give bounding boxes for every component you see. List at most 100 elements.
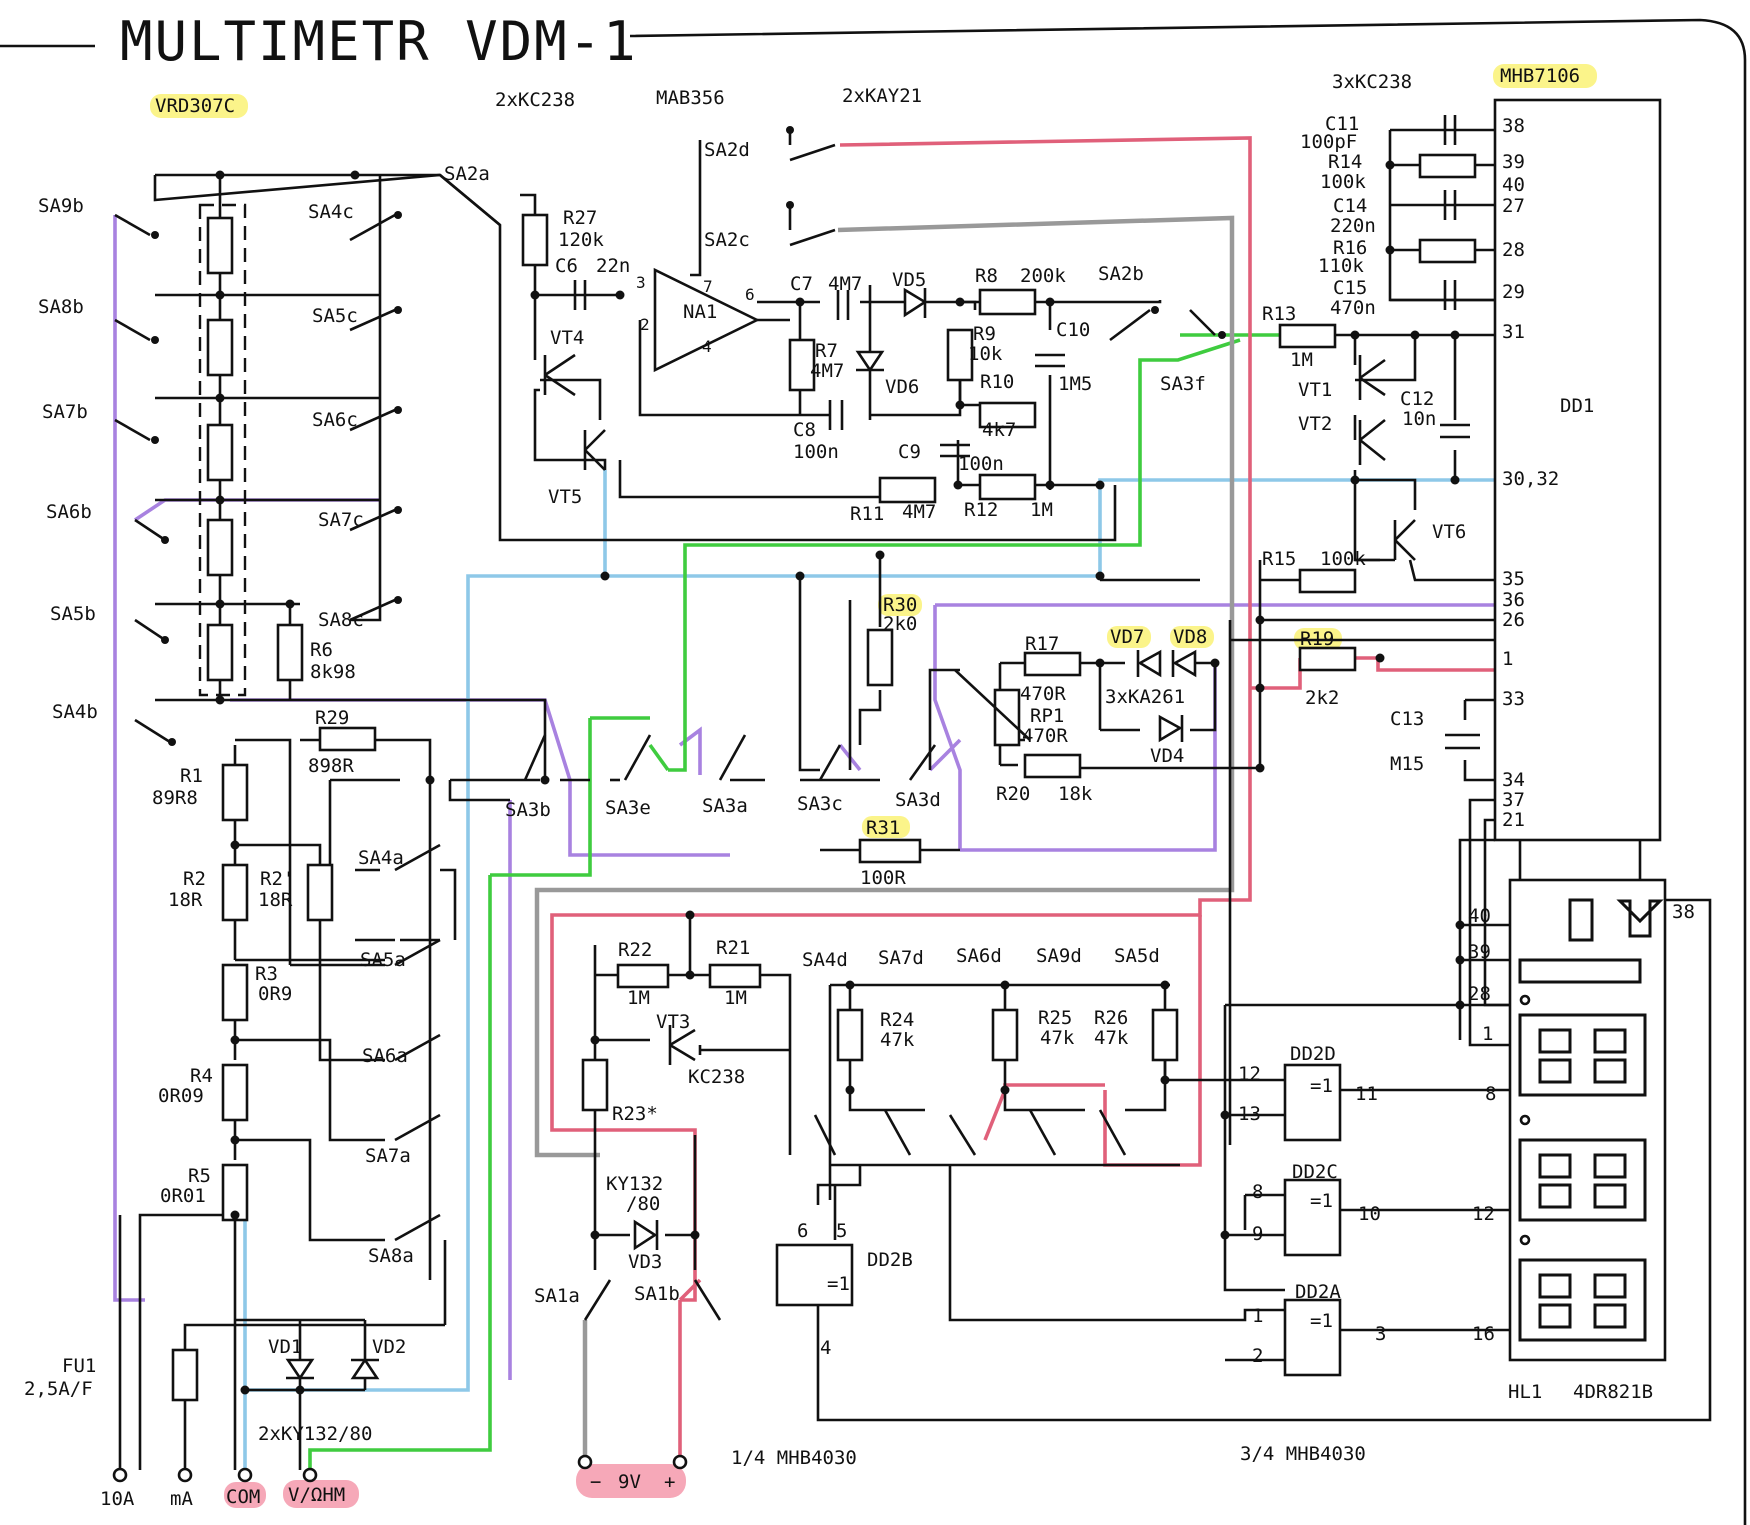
dd1-pin: 37	[1502, 789, 1525, 811]
value-c12: 10n	[1402, 408, 1436, 430]
label-r26: R26	[1094, 1007, 1128, 1029]
hl1-pin: 8	[1485, 1083, 1496, 1105]
terminal-10a[interactable]	[112, 1467, 128, 1483]
label-vd2: VD2	[372, 1336, 406, 1358]
component-labels: R27 120k C6 22n NA1 3 2 7 6 4 C7 4M7 VD5…	[24, 113, 1653, 1469]
highlights	[150, 64, 1597, 1508]
label-sa3b: SA3b	[505, 799, 551, 821]
xor-symbol-c: =1	[1310, 1190, 1333, 1212]
dd1-pin: 27	[1502, 195, 1525, 217]
label-sa6c: SA6c	[312, 409, 358, 431]
label-gate-three-quarter: 3/4 MHB4030	[1240, 1443, 1366, 1465]
terminal-vohm[interactable]	[302, 1467, 318, 1483]
label-r14: R14	[1328, 151, 1362, 173]
label-r20: R20	[996, 783, 1030, 805]
label-r19: R19	[1300, 628, 1334, 650]
label-r10: R10	[980, 371, 1014, 393]
value-r11: 4M7	[902, 501, 936, 523]
hl1-pin: 28	[1468, 983, 1491, 1005]
label-c9: C9	[898, 441, 921, 463]
label-r31: R31	[866, 817, 900, 839]
dd1-pin: 1	[1502, 648, 1513, 670]
label-sa7b: SA7b	[42, 401, 88, 423]
rotary-switch-label: VRD307C	[155, 95, 235, 117]
label-dd2d: DD2D	[1290, 1043, 1336, 1065]
label-c12: C12	[1400, 388, 1434, 410]
label-c6: C6	[555, 255, 578, 277]
terminal-com[interactable]	[237, 1467, 253, 1483]
xor-pin: 13	[1238, 1103, 1261, 1125]
value-vt3: KC238	[688, 1066, 745, 1088]
label-sa2d: SA2d	[704, 139, 750, 161]
label-r23: R23*	[612, 1103, 658, 1125]
value-r4: 0R09	[158, 1085, 204, 1107]
label-c8: C8	[793, 419, 816, 441]
hl1-pin: 38	[1672, 901, 1695, 923]
switch-blades	[114, 126, 1226, 1321]
input-terminals[interactable]	[112, 1215, 688, 1483]
value-c13: M15	[1390, 753, 1424, 775]
label-r11: R11	[850, 503, 884, 525]
value-c11: 100pF	[1300, 131, 1357, 153]
title-frame: MULTIMETR VDM-1	[0, 10, 1747, 1525]
label-vt6: VT6	[1432, 521, 1466, 543]
terminal-labels: 10A mA COM V/ΩHM − 9V +	[100, 1471, 675, 1510]
terminal-ma[interactable]	[177, 1467, 193, 1483]
dd1-pin: 31	[1502, 321, 1525, 343]
dd1-pin: 39	[1502, 151, 1525, 173]
value-r15: 100k	[1320, 548, 1366, 570]
label-sa2c: SA2c	[704, 229, 750, 251]
label-r2-prime: R2'	[260, 868, 294, 890]
dd1-pin: 40	[1502, 174, 1525, 196]
switch-labels: SA9b SA8b SA7b SA6b SA5b SA4b SA4c SA5c …	[38, 139, 1206, 1307]
value-r12: 1M	[1030, 499, 1053, 521]
value-c6: 22n	[596, 255, 630, 277]
label-vd1: VD1	[268, 1336, 302, 1358]
value-r7: 4M7	[810, 360, 844, 382]
value-r20: 18k	[1058, 783, 1093, 805]
label-vd1-vd2-type: 2xKY132/80	[258, 1423, 372, 1445]
label-com: COM	[226, 1486, 260, 1508]
value-c7: 4M7	[828, 273, 862, 295]
xor-symbol-a: =1	[1310, 1310, 1333, 1332]
value-r14: 100k	[1320, 171, 1366, 193]
value-hl1: 4DR821B	[1573, 1381, 1653, 1403]
schematic-title: MULTIMETR VDM-1	[120, 10, 638, 73]
label-r17: R17	[1025, 633, 1059, 655]
dd1-pin: 28	[1502, 239, 1525, 261]
label-vd3: VD3	[628, 1251, 662, 1273]
battery-plus-terminal[interactable]	[672, 1454, 688, 1470]
label-sa5a: SA5a	[360, 949, 406, 971]
dd1-pin-labels: 38 39 40 27 28 29 31 30,32 35 36 26 1 33…	[1502, 115, 1559, 831]
value-r13: 1M	[1290, 349, 1313, 371]
value-c15: 470n	[1330, 297, 1376, 319]
value-r16: 110k	[1318, 255, 1364, 277]
dd1-pin: 21	[1502, 809, 1525, 831]
xor-pin: 3	[1375, 1323, 1386, 1345]
battery-minus-terminal[interactable]	[577, 1454, 593, 1470]
label-sa3f: SA3f	[1160, 373, 1206, 395]
label-battery: 9V	[618, 1471, 641, 1493]
junction-dots	[215, 160, 1465, 1395]
value-r31: 100R	[860, 867, 906, 889]
hl1-pin-labels: 40 39 28 1 8 12 16 38	[1468, 901, 1695, 1345]
hl1-pin: 12	[1472, 1203, 1495, 1225]
value-r27: 120k	[558, 229, 604, 251]
label-sa4a: SA4a	[358, 847, 404, 869]
label-r27: R27	[563, 207, 597, 229]
xor-pin: 8	[1252, 1181, 1263, 1203]
dd1-pin: 26	[1502, 609, 1525, 631]
value-fu1: 2,5A/F	[24, 1378, 93, 1400]
label-r13: R13	[1262, 303, 1296, 325]
label-rp1: RP1	[1030, 705, 1064, 727]
label-dd2c: DD2C	[1292, 1161, 1338, 1183]
label-ky132: KY132	[606, 1173, 663, 1195]
label-vd6: VD6	[885, 376, 919, 398]
xor-pin: 1	[1252, 1305, 1263, 1327]
label-vt2: VT2	[1298, 413, 1332, 435]
value-r8: 200k	[1020, 265, 1066, 287]
xor-pin: 9	[1252, 1223, 1263, 1245]
label-hl1: HL1	[1508, 1381, 1542, 1403]
value-c8: 100n	[793, 441, 839, 463]
label-r22: R22	[618, 939, 652, 961]
